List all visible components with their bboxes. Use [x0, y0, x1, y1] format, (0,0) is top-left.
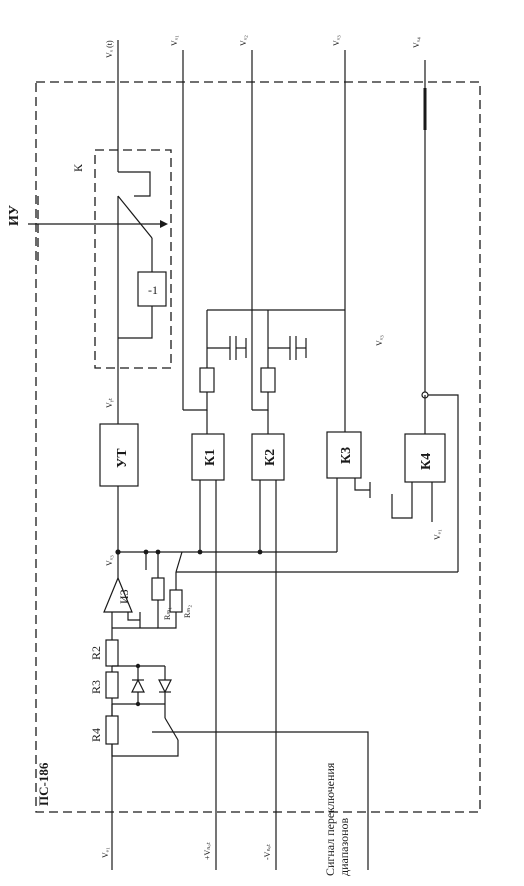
ps186-label: ПС-186 — [36, 762, 51, 806]
amplifier-iz-label: ИЗ — [117, 589, 131, 604]
node-k2 — [257, 549, 263, 555]
rm-join — [157, 600, 177, 629]
signal-vc3: Vₓ₃ — [105, 555, 114, 566]
range-switch-blade — [175, 551, 183, 573]
signal-vc1: Vₓ (t) — [105, 40, 114, 58]
node-d1 — [135, 663, 141, 669]
iz-ground-lead — [127, 612, 140, 621]
resistor-k1 — [199, 367, 215, 393]
switch-k-label: К — [71, 163, 85, 172]
ps186-frame — [35, 81, 481, 813]
inverter-label: -1 — [148, 283, 158, 297]
comparator-k3 — [326, 431, 362, 479]
switch-k-contact — [118, 171, 151, 197]
diode-2 — [158, 679, 172, 694]
k3-ground-lead — [354, 478, 370, 491]
rm2-label: Rₘ₂ — [183, 605, 192, 618]
comparator-k1-label: К1 — [203, 449, 218, 466]
signal-minus-vpit: -Vₙₒₜ — [263, 844, 272, 860]
iu-label: ИУ — [7, 205, 22, 226]
diode-1 — [131, 678, 145, 693]
resistor-r2 — [105, 639, 119, 667]
signal-vf1: Vₒ₁ — [101, 847, 110, 858]
signal-vyt: Vᵧₜ — [105, 398, 114, 408]
r4-label: R4 — [89, 728, 103, 742]
k2-feed — [252, 392, 269, 411]
range-signal-line — [152, 731, 369, 870]
r3-label: R3 — [89, 680, 103, 694]
signal-plus-vpit: +Vₙₒₜ — [203, 842, 212, 860]
comparator-k2-label: К2 — [263, 449, 278, 466]
comparator-k4-label: К4 — [419, 453, 434, 470]
signal-vs4: Vₓ₄ — [412, 37, 421, 48]
signal-vs1: Vₓ₁ — [170, 35, 179, 46]
r2-label: R2 — [89, 646, 103, 660]
signal-vb3: Vₓ₃ — [375, 335, 384, 346]
range-switch-2 — [164, 717, 179, 741]
r4-bottom — [111, 740, 179, 757]
ut-box — [99, 423, 139, 487]
node-d2 — [135, 701, 141, 707]
signal-vs2: Vₓ₂ — [239, 35, 248, 46]
resistor-rm1 — [151, 577, 165, 601]
rm1-label: Rₘ₁ — [163, 607, 172, 620]
k1-feed — [183, 392, 208, 411]
comparator-k2 — [251, 433, 285, 481]
iu-arrow — [160, 220, 168, 228]
resistor-k2 — [260, 367, 276, 393]
signal-vo1: Vₒ₁ — [433, 529, 442, 540]
ut-label: УТ — [115, 448, 130, 468]
comparator-k3-label: К3 — [339, 447, 354, 464]
amplifier-iz — [103, 576, 133, 613]
inverter-output-line — [118, 306, 153, 339]
node-k1 — [197, 549, 203, 555]
range-signal-line1: Сигнал переключения — [323, 762, 337, 876]
signal-vs3: Vₓ₃ — [332, 35, 341, 46]
resistor-r3 — [105, 671, 119, 699]
k4-feedback — [425, 394, 459, 572]
resistor-r4 — [105, 715, 119, 745]
switch-k-frame — [94, 149, 172, 369]
k4-loop — [391, 482, 413, 519]
range-signal-line2: диапазонов — [337, 817, 351, 876]
comparator-k1 — [191, 433, 225, 481]
switch-k-blade — [117, 195, 153, 239]
